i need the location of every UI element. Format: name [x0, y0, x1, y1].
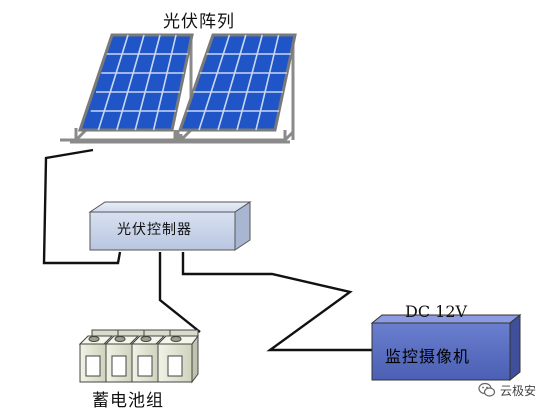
battery-bank	[78, 329, 199, 384]
solar-panel-right	[177, 33, 297, 132]
battery-cell-1	[78, 335, 114, 383]
solar-panel-left	[77, 33, 194, 132]
battery-cell-2	[104, 335, 140, 383]
camera-voltage-label: DC 12V	[405, 302, 468, 321]
solar-array-label: 光伏阵列	[163, 12, 235, 32]
controller-label: 光伏控制器	[117, 222, 192, 238]
wiring	[42, 148, 372, 352]
watermark-text: 云极安	[500, 384, 537, 398]
wechat-icon	[478, 382, 496, 397]
camera-box	[370, 313, 522, 382]
camera-label: 监控摄像机	[385, 347, 471, 366]
battery-cell-3	[130, 335, 166, 383]
battery-cell-4	[156, 334, 199, 384]
controller-box	[88, 201, 252, 251]
solar-array-base	[70, 130, 290, 144]
battery-bank-label: 蓄电池组	[92, 391, 164, 411]
